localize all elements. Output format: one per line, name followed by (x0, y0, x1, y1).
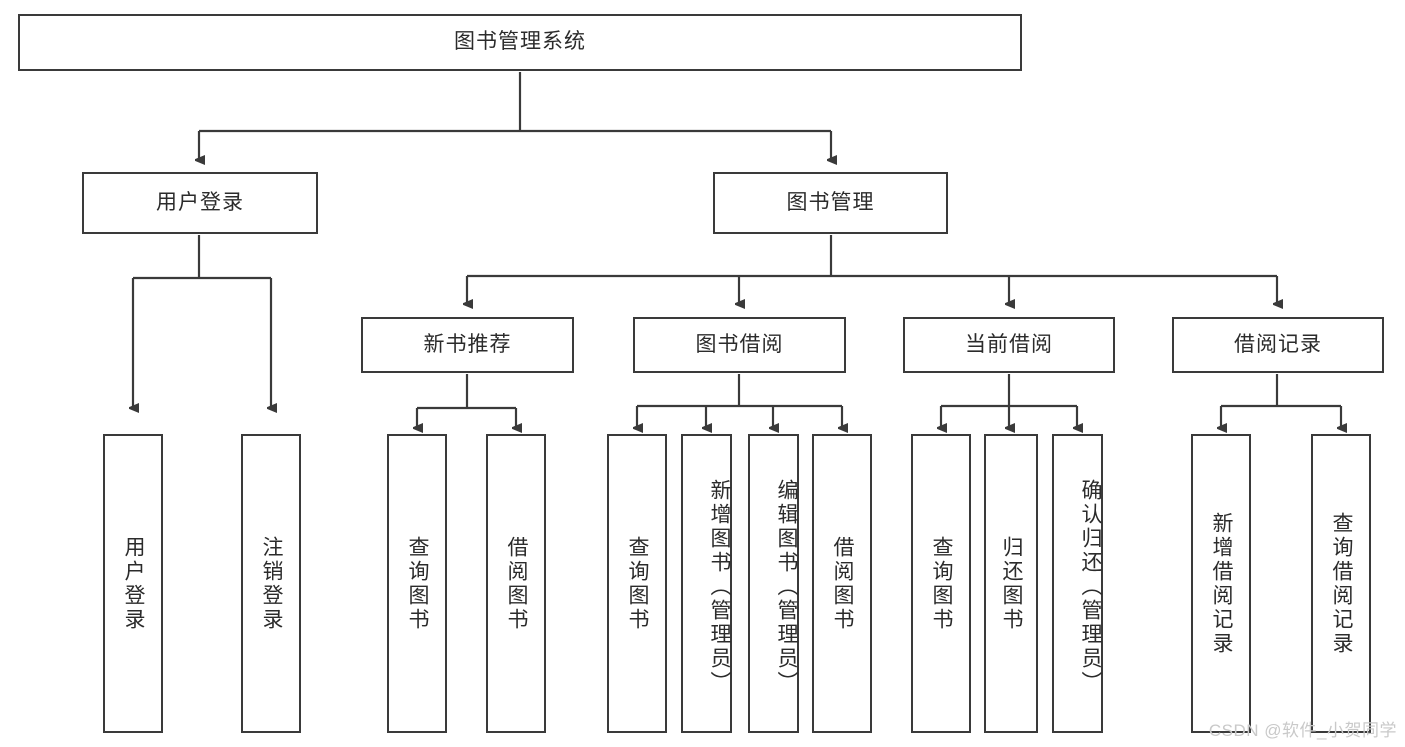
node-label: 注销登录 (260, 535, 284, 632)
leaf-borrow-book-recommend[interactable]: 借阅图书 (486, 434, 546, 733)
node-label: 新增图书（管理员） (708, 478, 731, 695)
leaf-add-borrow-record[interactable]: 新增借阅记录 (1191, 434, 1251, 733)
leaf-borrow-book[interactable]: 借阅图书 (812, 434, 872, 733)
node-label: 用户登录 (156, 190, 244, 214)
node-book-borrow[interactable]: 图书借阅 (633, 317, 846, 373)
leaf-query-book-borrow[interactable]: 查询图书 (607, 434, 667, 733)
node-label: 新书推荐 (423, 332, 512, 356)
node-label: 归还图书 (1000, 535, 1024, 632)
leaf-query-borrow-record[interactable]: 查询借阅记录 (1311, 434, 1371, 733)
node-borrow-record[interactable]: 借阅记录 (1172, 317, 1384, 373)
node-book-management[interactable]: 图书管理 (713, 172, 948, 234)
node-label: 图书管理系统 (454, 30, 586, 54)
leaf-logout-login[interactable]: 注销登录 (241, 434, 301, 733)
node-label: 图书管理 (786, 190, 875, 214)
node-label: 新增借阅记录 (1210, 511, 1234, 656)
leaf-return-book[interactable]: 归还图书 (984, 434, 1038, 733)
node-label: 查询借阅记录 (1330, 511, 1354, 656)
node-label: 查询图书 (930, 535, 954, 632)
node-new-book-recommend[interactable]: 新书推荐 (361, 317, 574, 373)
node-label: 查询图书 (406, 535, 430, 632)
watermark: CSDN @软件_小贺同学 (1208, 721, 1397, 740)
node-label: 编辑图书（管理员） (775, 478, 798, 695)
node-root-system[interactable]: 图书管理系统 (18, 14, 1022, 71)
node-label: 图书借阅 (695, 332, 784, 356)
leaf-edit-book-admin[interactable]: 编辑图书（管理员） (748, 434, 799, 733)
leaf-query-book-current[interactable]: 查询图书 (911, 434, 971, 733)
node-label: 借阅图书 (831, 535, 855, 632)
node-label: 确认归还（管理员） (1079, 478, 1102, 695)
node-current-borrow[interactable]: 当前借阅 (903, 317, 1115, 373)
leaf-query-book-recommend[interactable]: 查询图书 (387, 434, 447, 733)
node-label: 当前借阅 (965, 332, 1053, 356)
leaf-confirm-return-admin[interactable]: 确认归还（管理员） (1052, 434, 1103, 733)
node-label: 用户登录 (122, 535, 146, 632)
leaf-add-book-admin[interactable]: 新增图书（管理员） (681, 434, 732, 733)
node-user-login[interactable]: 用户登录 (82, 172, 318, 234)
node-label: 借阅记录 (1234, 332, 1322, 356)
node-label: 查询图书 (626, 535, 650, 632)
leaf-user-login[interactable]: 用户登录 (103, 434, 163, 733)
node-label: 借阅图书 (505, 535, 529, 632)
